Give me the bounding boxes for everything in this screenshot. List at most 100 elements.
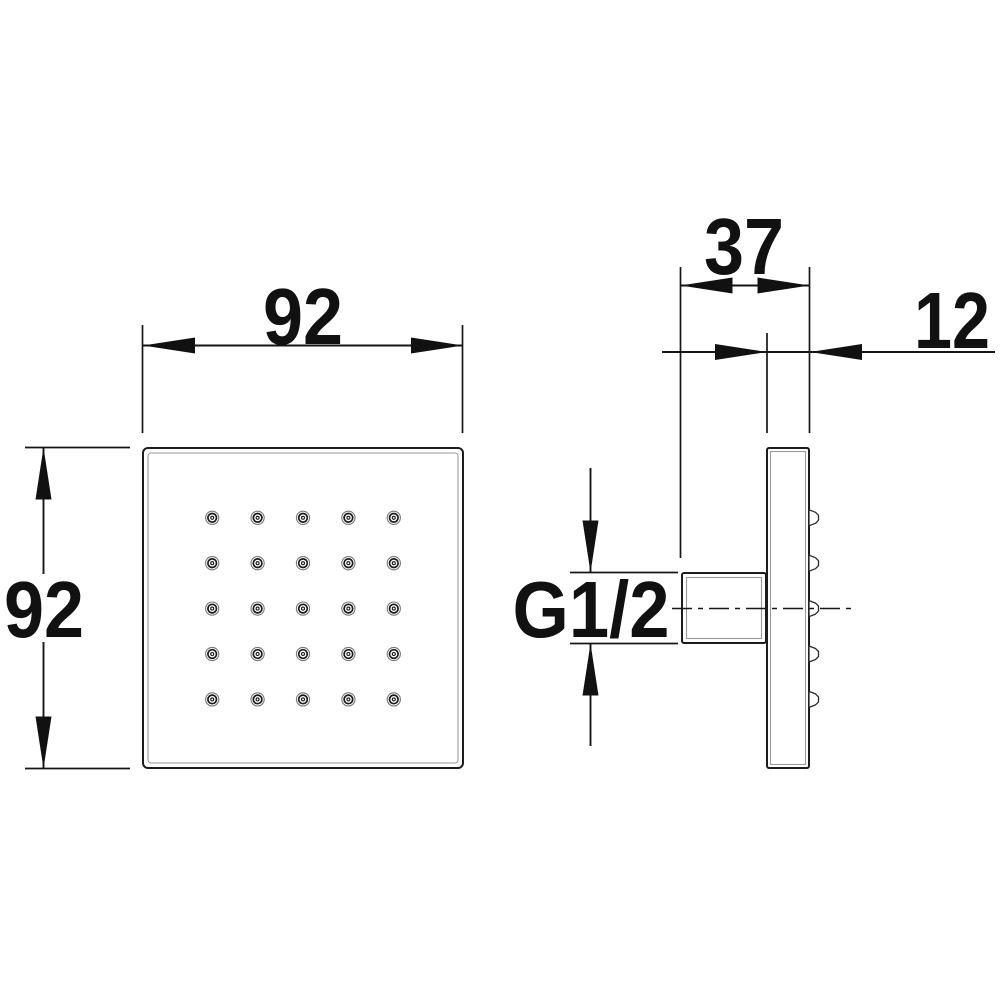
arrowhead-right-icon [411,337,463,354]
dim-thread: G1/2 [513,468,678,746]
nozzle [295,646,311,662]
nozzle-outer-ring-icon [386,646,401,662]
nozzle-outer-ring-icon [250,556,265,571]
nozzle-mid-ring-icon [343,694,354,705]
nozzle-mid-ring-icon [252,603,263,614]
nozzle-dot-ring-icon [346,515,351,520]
nozzle-mid-ring-icon [207,694,218,705]
nozzle [295,601,311,616]
nozzle-dot-ring-icon [391,561,396,566]
nozzle-dot-ring-icon [255,606,260,611]
nozzle-mid-ring-icon [343,558,354,569]
nozzle [205,510,220,525]
nozzle-outer-ring-icon [386,601,401,616]
side-view [672,447,852,769]
nozzle-outer-ring-icon [295,646,311,662]
arrowhead-down-icon [35,716,52,769]
nozzle-mid-ring-icon [297,648,309,660]
nozzle [250,601,265,616]
dim-width-value: 92 [263,272,343,361]
nozzle-mid-ring-icon [252,558,263,569]
arrowhead-up-icon [582,643,599,696]
nozzle-mid-ring-icon [388,512,399,523]
nozzle [205,646,220,662]
nozzle [205,692,220,707]
side-plate-inner-edge [769,450,807,766]
nozzle [386,601,401,616]
nozzle [341,601,356,616]
nozzle-dot-ring-icon [210,697,215,702]
nozzle-dot-ring-icon [210,515,215,520]
nozzle [341,646,356,662]
nozzle-outer-ring-icon [250,601,265,616]
nozzle-dot-ring-icon [255,561,260,566]
nozzle-outer-ring-icon [295,556,311,571]
nozzle-mid-ring-icon [388,603,399,614]
nozzle-outer-ring-icon [250,646,265,662]
side-nozzle [808,690,820,709]
dim-height-left: 92 [4,446,130,770]
nozzle-outer-ring-icon [295,510,311,525]
nozzle-outer-ring-icon [205,601,220,616]
nozzle-outer-ring-icon [250,510,265,525]
nozzle-dot-ring-icon [210,561,215,566]
nozzle-mid-ring-icon [388,558,399,569]
nozzle-outer-ring-icon [386,556,401,571]
nozzle-mid-ring-icon [297,603,309,614]
arrowhead-left-icon [143,337,195,354]
nozzle [295,510,311,525]
nozzle [205,556,220,571]
arrowhead-down-icon [582,520,599,573]
nozzle-outer-ring-icon [341,646,356,662]
nozzle-mid-ring-icon [343,648,354,660]
side-nozzle [808,645,820,663]
nozzle [295,692,311,707]
front-plate-outline [142,447,464,769]
nozzle-dot-ring-icon [300,651,306,657]
nozzle-mid-ring-icon [252,512,263,523]
side-nozzle-row [808,509,820,709]
nozzle-outer-ring-icon [341,510,356,525]
arrowhead-right-icon [715,344,767,360]
nozzle-mid-ring-icon [343,603,354,614]
side-nozzle [808,554,820,572]
nozzle-outer-ring-icon [386,692,401,707]
nozzle-dot-ring-icon [346,561,351,566]
nozzle-outer-ring-icon [341,556,356,571]
dim-thickness: 12 [662,276,995,433]
nozzle [250,646,265,662]
nozzle-mid-ring-icon [297,694,309,705]
nozzle-dot-ring-icon [255,697,260,702]
nozzle [386,646,401,662]
nozzle-outer-ring-icon [341,601,356,616]
nozzle-dot-ring-icon [391,697,396,702]
nozzle [386,556,401,571]
nozzle-mid-ring-icon [207,558,218,569]
nozzle-dot-ring-icon [391,651,396,657]
nozzle-mid-ring-icon [297,558,309,569]
nozzle-dot-ring-icon [391,515,396,520]
nozzle-dot-ring-icon [300,606,306,611]
nozzle [205,601,220,616]
nozzle-dot-ring-icon [255,515,260,520]
nozzle-outer-ring-icon [205,692,220,707]
nozzle [341,556,356,571]
nozzle-mid-ring-icon [207,648,218,660]
nozzle-outer-ring-icon [341,692,356,707]
arrowhead-left-icon [680,277,733,294]
nozzle-mid-ring-icon [252,694,263,705]
nozzle-dot-ring-icon [346,606,351,611]
nozzle [250,510,265,525]
arrowhead-left-icon [810,344,862,360]
nozzle-mid-ring-icon [297,512,309,523]
nozzle [341,510,356,525]
dim-height-value: 92 [4,565,84,654]
nozzle [250,556,265,571]
nozzle-grid [205,510,401,707]
nozzle-outer-ring-icon [295,692,311,707]
dim-depth: 37 [679,202,811,558]
nozzle-mid-ring-icon [388,694,399,705]
nozzle-outer-ring-icon [205,646,220,662]
